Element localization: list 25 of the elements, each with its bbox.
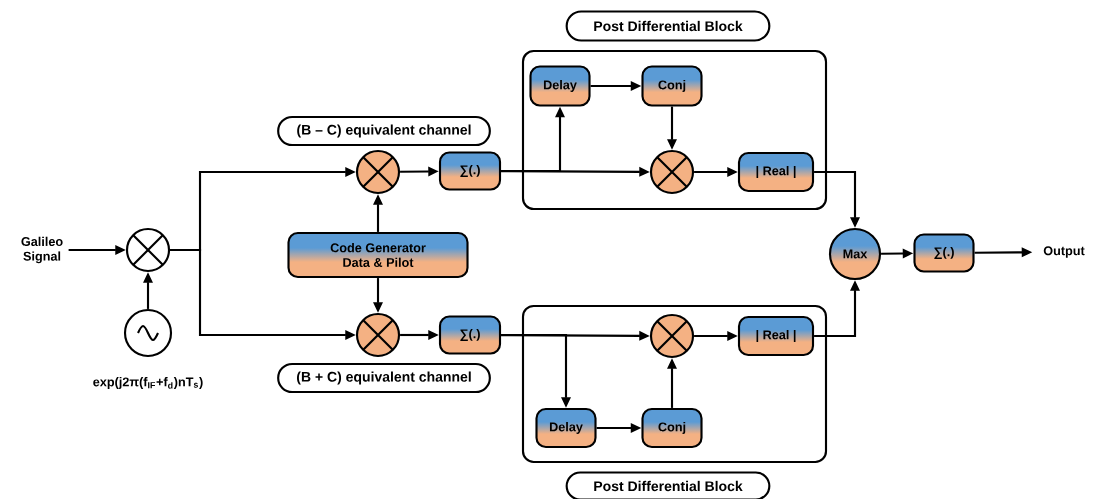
process-box: Delay	[535, 407, 597, 449]
label-pill: (B – C) equivalent channel	[277, 115, 491, 147]
process-box: Conj	[641, 65, 703, 107]
process-box: ∑(.)	[913, 233, 975, 273]
mixer-symbol	[355, 312, 401, 358]
process-box: Conj	[641, 407, 703, 449]
label-pill: Post Differential Block	[565, 471, 771, 499]
process-box: Delay	[529, 65, 591, 107]
mixer-symbol	[355, 149, 401, 195]
expression-label: exp(j2π(f$_{IF}$+f$_{d}$)nT$_{s}$)	[93, 377, 203, 389]
process-box: ∑(.)	[438, 151, 502, 191]
process-box: | Real |	[737, 151, 815, 193]
oscillator-symbol	[123, 308, 173, 358]
block-frame	[521, 49, 828, 211]
process-box: | Real |	[737, 315, 815, 357]
process-box: Code Generator Data & Pilot	[287, 231, 469, 279]
block-frame	[521, 304, 828, 464]
process-box: ∑(.)	[438, 315, 502, 355]
text-label: Galileo Signal	[21, 236, 63, 264]
mixer-symbol	[125, 227, 171, 273]
label-pill: (B + C) equivalent channel	[277, 362, 491, 394]
label-pill: Post Differential Block	[565, 10, 771, 42]
mixer-symbol	[649, 313, 695, 359]
text-label: Output	[1043, 246, 1085, 258]
mixer-symbol	[649, 149, 695, 195]
